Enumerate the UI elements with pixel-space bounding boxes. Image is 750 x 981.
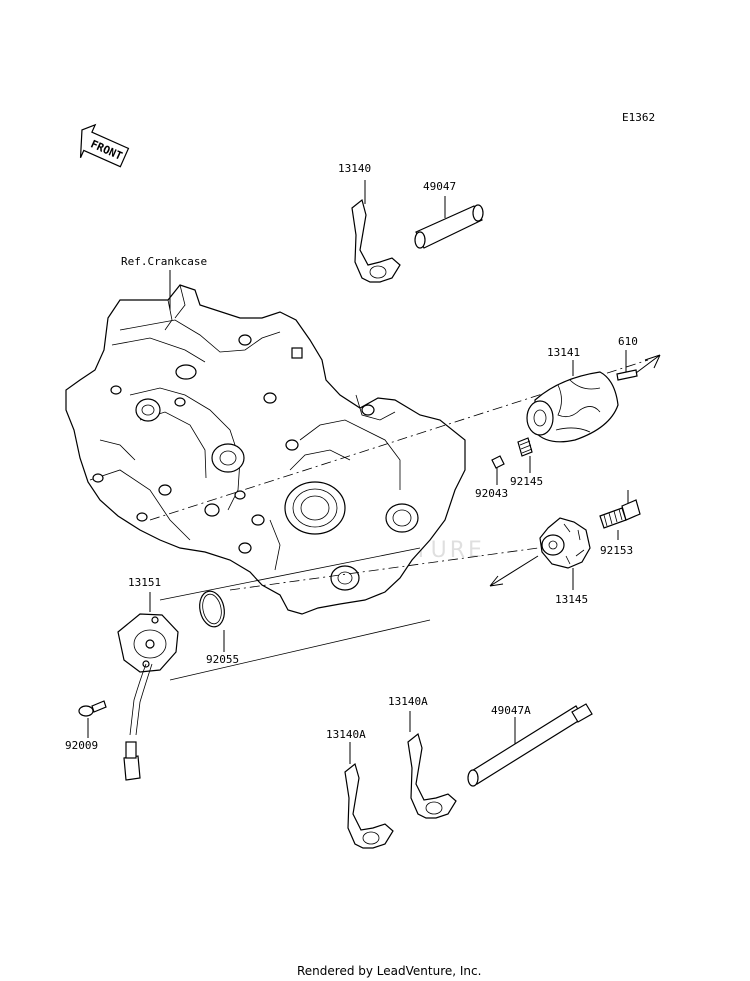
label-13151: 13151: [128, 576, 161, 589]
shaft-49047: 49047: [414, 180, 484, 249]
label-92009: 92009: [65, 739, 98, 752]
footer-credit: Rendered by LeadVenture, Inc.: [297, 964, 481, 978]
shift-fork-13140a-upper: 13140A: [388, 695, 457, 819]
diagram-code: E1362: [622, 111, 655, 124]
label-92055: 92055: [206, 653, 239, 666]
pin-610: 610: [616, 335, 661, 381]
pin-92043: 92043: [475, 455, 508, 500]
star-wheel-13145: 13145: [489, 517, 591, 606]
shift-fork-13140a-lower: 13140A: [326, 728, 394, 849]
label-610: 610: [618, 335, 638, 348]
label-49047a: 49047A: [491, 704, 531, 717]
label-13145: 13145: [555, 593, 588, 606]
label-13140a-upper: 13140A: [388, 695, 428, 708]
label-92043: 92043: [475, 487, 508, 500]
spring-92145: 92145: [510, 437, 543, 488]
label-13140: 13140: [338, 162, 371, 175]
shaft-49047a: 49047A: [467, 703, 593, 787]
shift-fork-13140: 13140: [338, 162, 401, 283]
label-92145: 92145: [510, 475, 543, 488]
alignment-line-lower: [229, 544, 561, 591]
label-49047: 49047: [423, 180, 456, 193]
crankcase: [65, 284, 466, 615]
sensor-13151: 13151: [117, 547, 431, 781]
o-ring-92055: 92055: [199, 590, 239, 666]
label-92153: 92153: [600, 544, 633, 557]
shift-drum-13141: 13141: [526, 346, 619, 443]
front-arrow-icon: FRONT: [79, 123, 130, 168]
screw-92009: 92009: [65, 700, 107, 752]
label-13140a-lower: 13140A: [326, 728, 366, 741]
label-13141: 13141: [547, 346, 580, 359]
ref-crankcase-label: Ref.Crankcase: [121, 255, 207, 268]
bolt-92153: 92153: [599, 490, 641, 557]
